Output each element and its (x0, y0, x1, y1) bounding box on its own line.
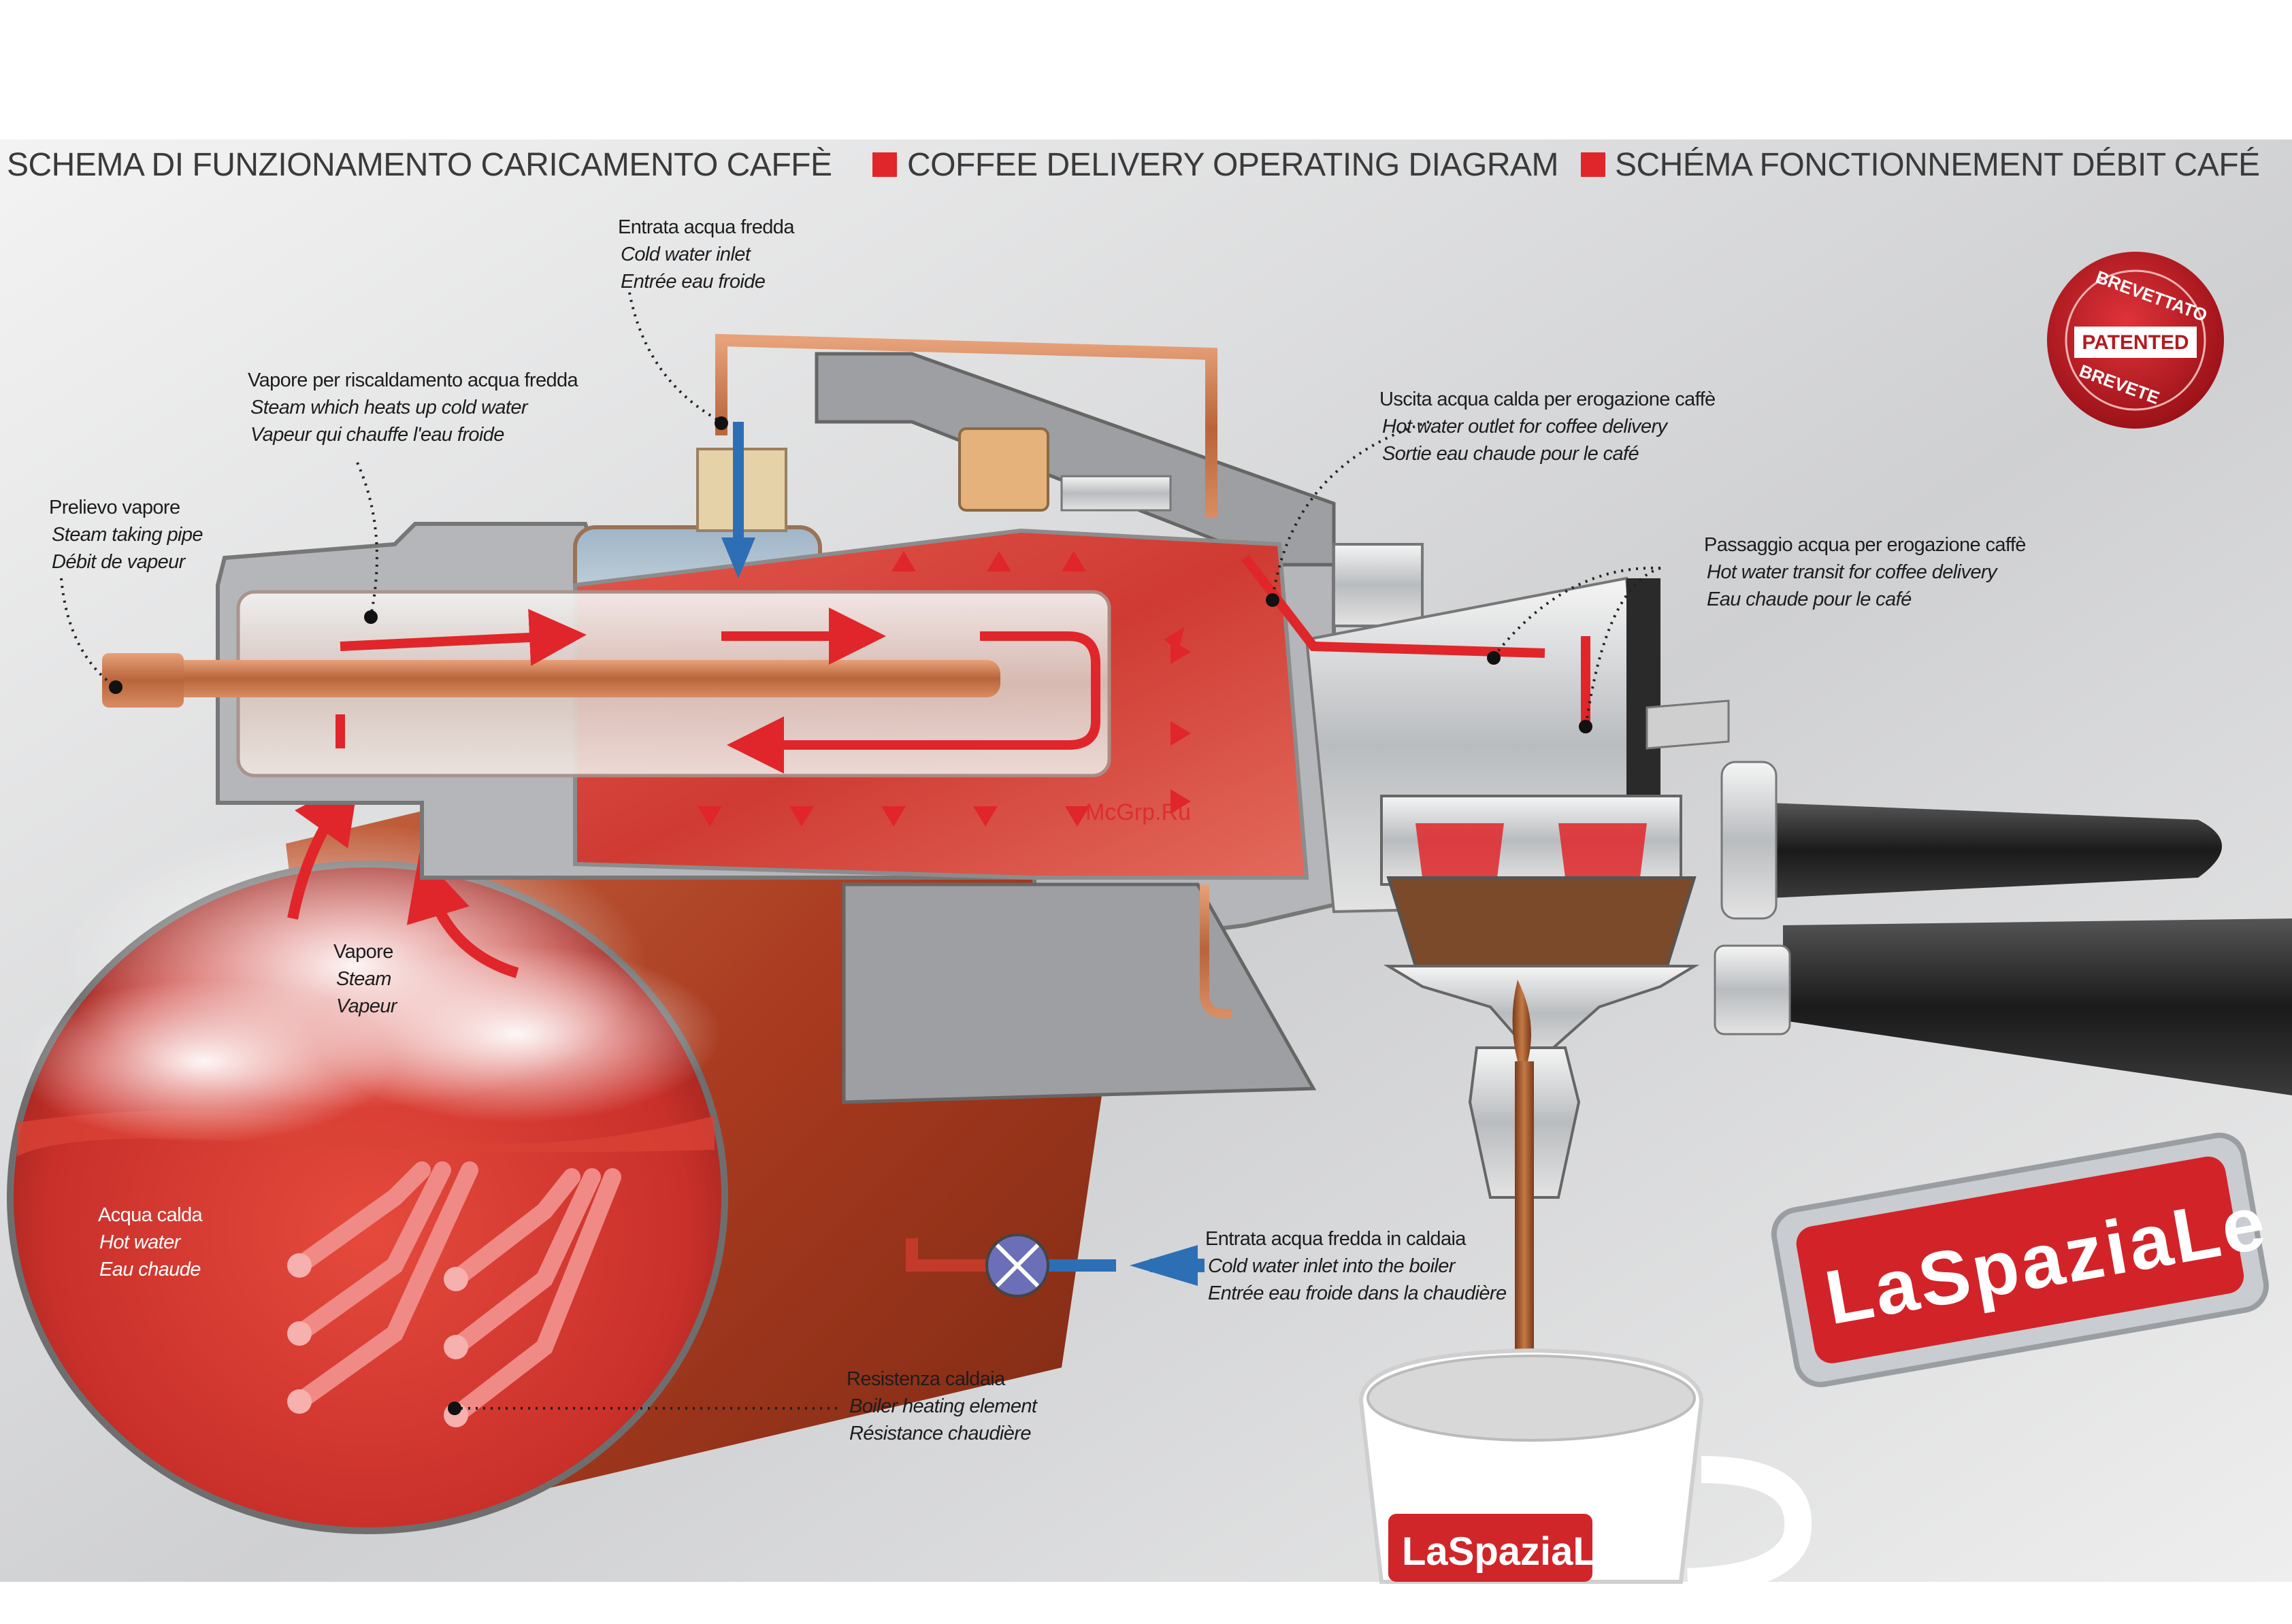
svg-text:Cold water inlet into the boil: Cold water inlet into the boiler (1208, 1255, 1456, 1277)
steam-arrow-icon (287, 776, 359, 920)
svg-text:Vapeur qui chauffe l'eau froid: Vapeur qui chauffe l'eau froide (250, 424, 504, 446)
label-steam: Vapore Steam Vapeur (333, 941, 398, 1017)
svg-text:Boiler heating element: Boiler heating element (849, 1395, 1038, 1417)
svg-text:Steam: Steam (336, 968, 391, 990)
svg-text:Entrata acqua fredda: Entrata acqua fredda (618, 216, 795, 238)
svg-text:Hot water outlet for coffee de: Hot water outlet for coffee delivery (1382, 416, 1669, 437)
boiler (7, 687, 1123, 1534)
svg-text:Resistenza caldaia: Resistenza caldaia (847, 1368, 1006, 1390)
steam-taking-pipe (109, 660, 1000, 697)
svg-text:Eau chaude pour le café: Eau chaude pour le café (1707, 589, 1912, 610)
svg-text:Résistance chaudière: Résistance chaudière (849, 1423, 1031, 1444)
title-separator-icon (1581, 152, 1605, 177)
label-hot-water-transit: Passaggio acqua per erogazione caffè Hot… (1704, 534, 2026, 610)
svg-text:Vapore: Vapore (333, 941, 393, 963)
heating-element-icon (291, 1161, 621, 1424)
label-steam-heating: Vapore per riscaldamento acqua fredda St… (248, 369, 579, 446)
cup-logo (1388, 1514, 1592, 1582)
label-cold-water-inlet: Entrata acqua fredda Cold water inlet En… (618, 216, 796, 293)
label-hot-water-outlet: Uscita acqua calda per erogazione caffè … (1379, 388, 1716, 465)
label-boiler-inlet: Entrata acqua fredda in caldaia Cold wat… (1205, 1228, 1507, 1304)
label-steam-pipe: Prelievo vapore Steam taking pipe Débit … (49, 497, 203, 573)
boiler-inlet-valve (906, 1233, 1205, 1297)
coffee-basket (1386, 876, 1697, 967)
svg-text:Entrée eau froide dans la chau: Entrée eau froide dans la chaudière (1208, 1282, 1507, 1304)
leader-lines (60, 292, 1661, 1410)
portafilter-handle (1783, 918, 2292, 1095)
svg-text:Steam taking pipe: Steam taking pipe (52, 524, 203, 546)
heat-exchanger (102, 333, 1336, 1104)
group-head (1241, 543, 2292, 1470)
brand-logo: LaSpaziaLe (1771, 1132, 2274, 1387)
label-hot-water: Acqua calda Hot water Eau chaude (98, 1204, 203, 1280)
upper-handle (1769, 803, 2222, 898)
title-italian: SCHEMA DI FUNZIONAMENTO CARICAMENTO CAFF… (7, 147, 832, 183)
copper-loop-pipe (715, 333, 1217, 517)
svg-text:Acqua calda: Acqua calda (98, 1204, 203, 1226)
svg-text:Entrata acqua fredda in caldai: Entrata acqua fredda in caldaia (1205, 1228, 1467, 1250)
title-french: SCHÉMA FONCTIONNEMENT DÉBIT CAFÉ (1615, 147, 2260, 183)
leader-dots (109, 416, 1592, 1415)
title-english: COFFEE DELIVERY OPERATING DIAGRAM (907, 147, 1558, 183)
svg-text:Hot water transit for coffee d: Hot water transit for coffee delivery (1707, 561, 1998, 583)
steam-arrow-icon (406, 853, 519, 978)
cup-logo-text: LaSpaziaLe (1402, 1529, 1619, 1574)
svg-text:Cold water inlet: Cold water inlet (621, 244, 752, 265)
patented-seal-icon: BREVETTATO PATENTED BREVETE (2047, 252, 2224, 429)
cold-water-arrow-icon (721, 537, 755, 578)
flow-arrows (335, 608, 1100, 774)
svg-text:Steam which heats up cold wate: Steam which heats up cold water (250, 397, 529, 418)
svg-text:Hot water: Hot water (99, 1231, 182, 1253)
hot-water-outlet-path (1241, 554, 1545, 658)
svg-text:Vapeur: Vapeur (336, 995, 398, 1017)
svg-text:Passaggio acqua per erogazione: Passaggio acqua per erogazione caffè (1704, 534, 2026, 556)
heat-direction-arrows (698, 551, 1191, 827)
title-separator-icon (872, 152, 897, 177)
svg-text:Uscita acqua calda per erogazi: Uscita acqua calda per erogazione caffè (1379, 388, 1716, 410)
svg-text:Prelievo vapore: Prelievo vapore (49, 497, 180, 518)
svg-text:Entrée eau froide: Entrée eau froide (621, 271, 766, 293)
svg-text:Débit de vapeur: Débit de vapeur (52, 551, 186, 573)
seal-middle-text: PATENTED (2082, 331, 2189, 354)
svg-text:Vapore per riscaldamento acqua: Vapore per riscaldamento acqua fredda (248, 369, 579, 391)
header-title: SCHEMA DI FUNZIONAMENTO CARICAMENTO CAFF… (7, 147, 2260, 183)
svg-text:Sortie eau chaude pour le café: Sortie eau chaude pour le café (1382, 443, 1639, 465)
coffee-cup: LaSpaziaLe (1358, 1348, 1812, 1595)
label-heating-element: Resistenza caldaia Boiler heating elemen… (847, 1368, 1039, 1444)
svg-text:Eau chaude: Eau chaude (99, 1259, 201, 1280)
watermark: McGrp.Ru (1085, 799, 1191, 825)
